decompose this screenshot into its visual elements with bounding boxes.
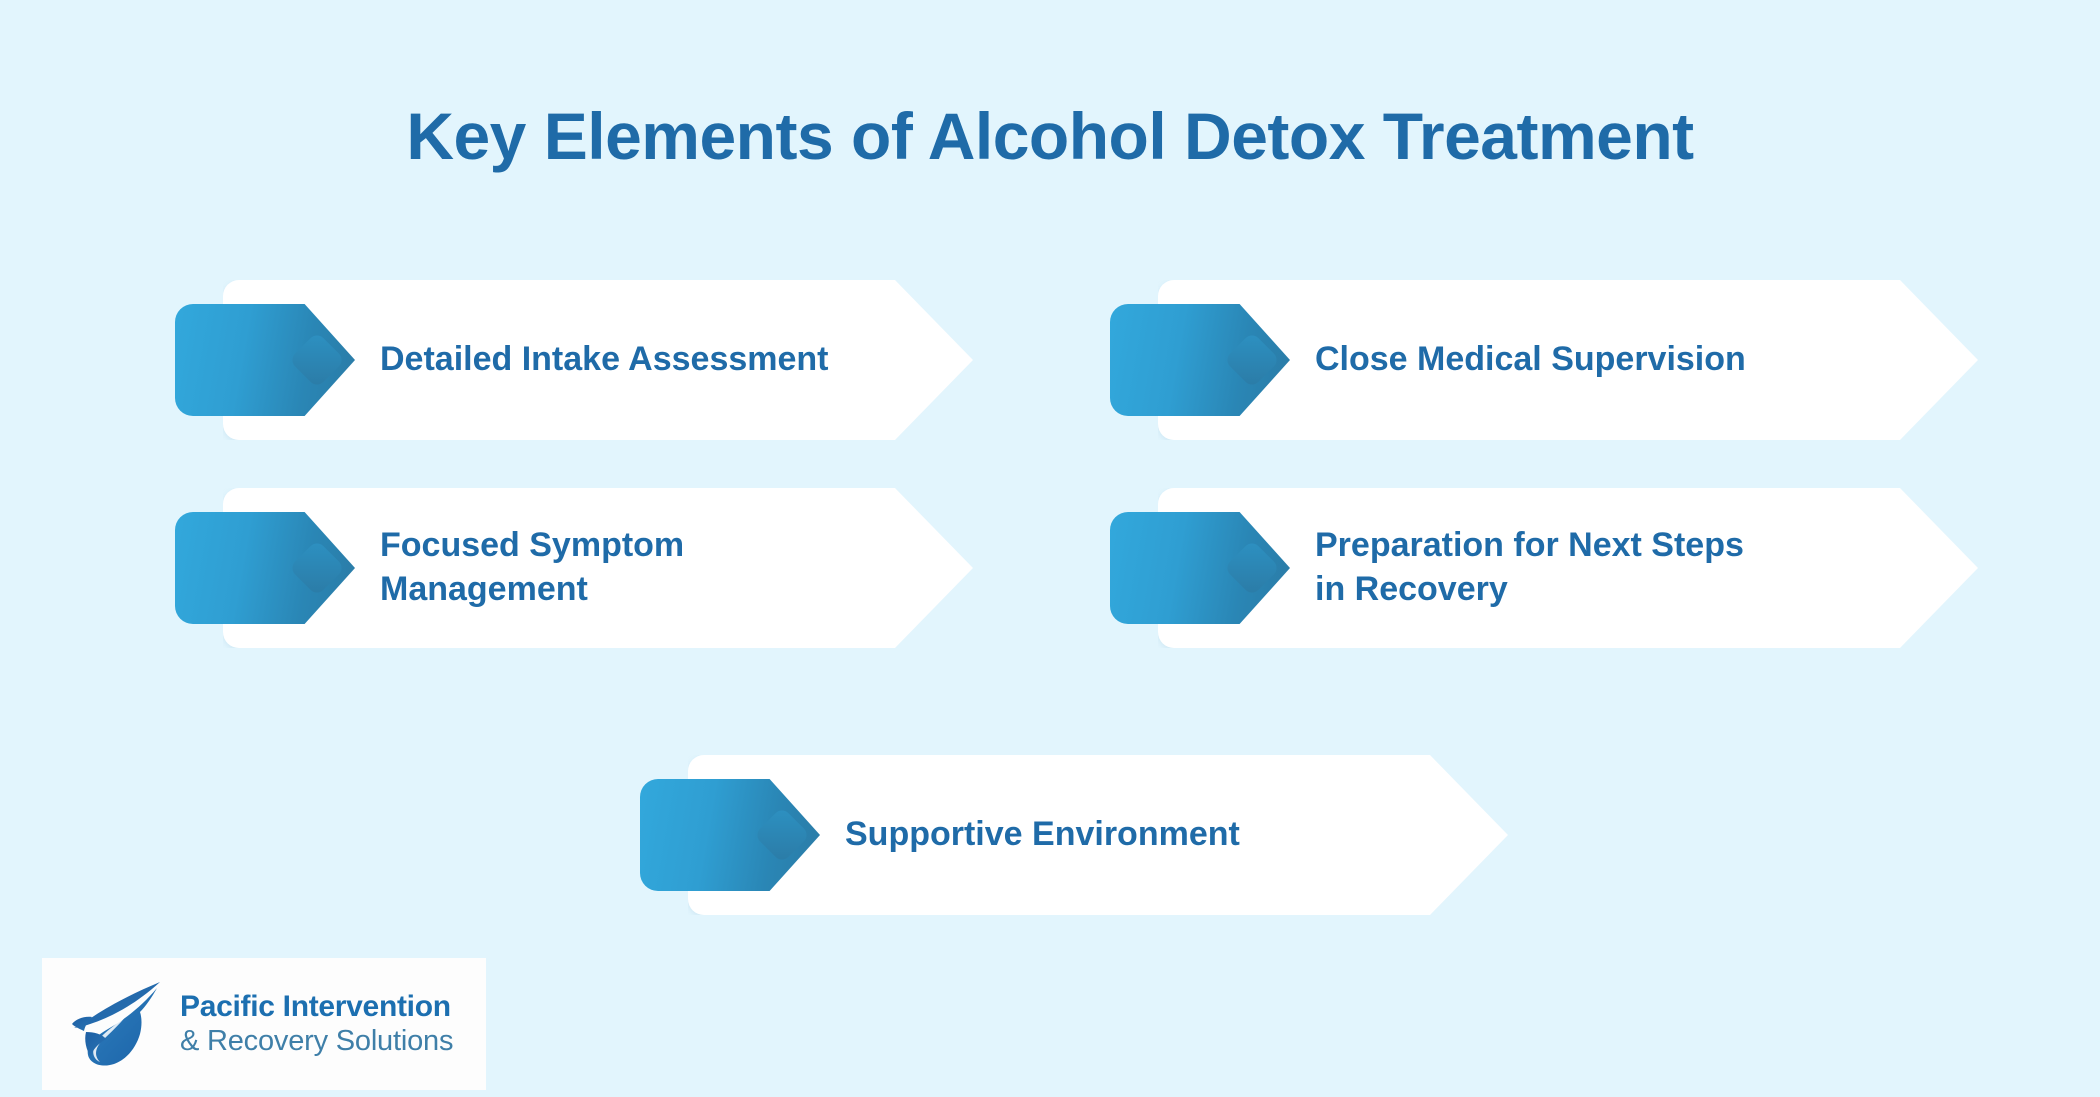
brand-name-primary: Pacific Intervention	[180, 989, 451, 1023]
card-label: Detailed Intake Assessment	[380, 340, 829, 379]
element-card-close-medical-supervision[interactable]: Close Medical Supervision	[1110, 280, 2100, 440]
page-title: Key Elements of Alcohol Detox Treatment	[406, 99, 1694, 174]
brand-name-secondary: & Recovery Solutions	[180, 1025, 454, 1058]
brand-text: Pacific Intervention & Recovery Solution…	[180, 989, 453, 1059]
card-label: Close Medical Supervision	[1315, 340, 1746, 379]
card-banner	[1158, 488, 1978, 648]
element-card-preparation-next-steps[interactable]: Preparation for Next Steps in Recovery	[1110, 488, 2100, 648]
element-card-supportive-environment[interactable]: Supportive Environment	[640, 755, 1640, 915]
card-label: Focused Symptom Management	[380, 526, 685, 608]
card-label: Supportive Environment	[845, 815, 1240, 854]
bird-swoosh-icon	[72, 982, 160, 1066]
card-banner	[1158, 280, 1978, 440]
brand-logo: Pacific Intervention & Recovery Solution…	[42, 958, 486, 1090]
card-banner	[688, 755, 1508, 915]
element-card-focused-symptom-management[interactable]: Focused Symptom Management	[175, 488, 1175, 648]
element-card-detailed-intake-assessment[interactable]: Detailed Intake Assessment	[175, 280, 1175, 440]
card-label: Preparation for Next Steps in Recovery	[1315, 526, 1744, 608]
